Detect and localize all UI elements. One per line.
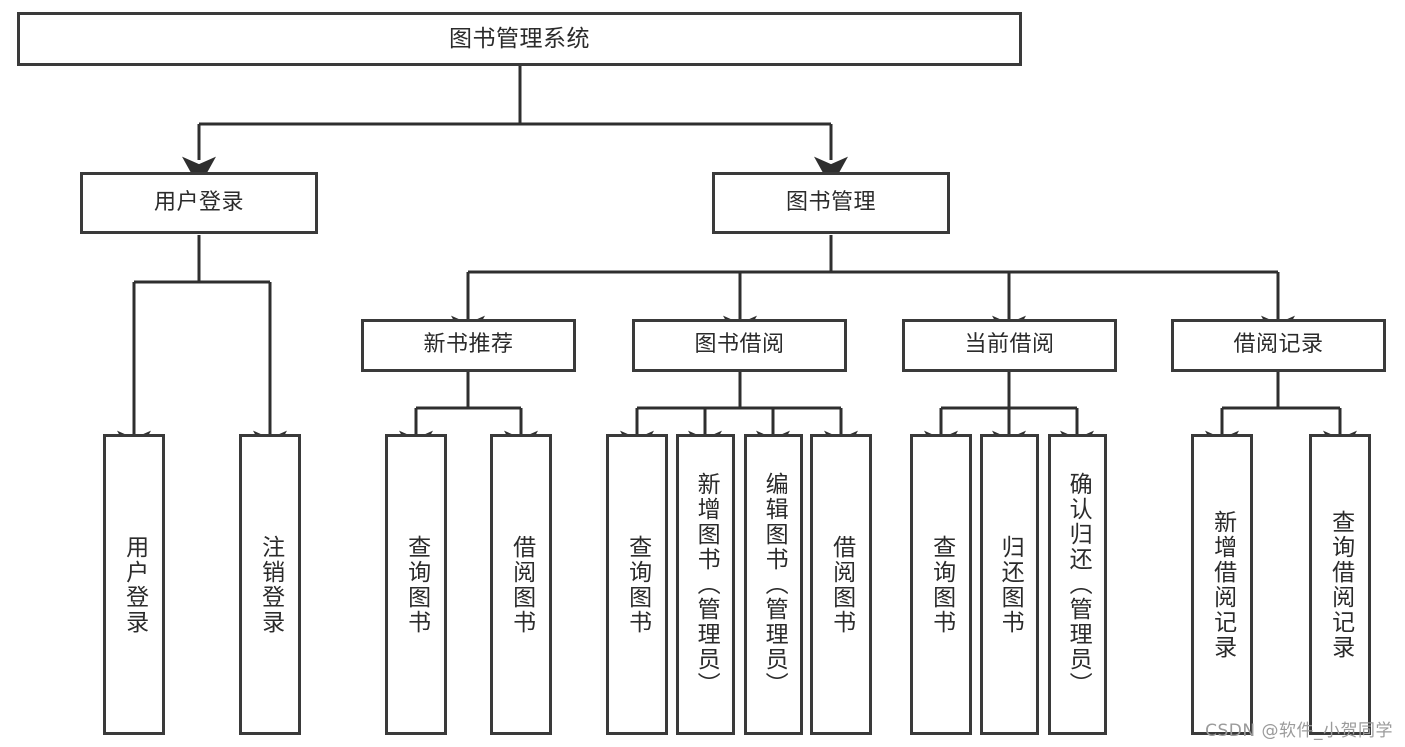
node-label: 新增图书（管理员）	[693, 472, 720, 697]
node-label: 用户登录	[153, 189, 244, 215]
leaf-user-logout[interactable]: 注销登录	[239, 434, 301, 735]
node-label: 新书推荐	[423, 332, 514, 358]
node-label: 查询图书	[403, 534, 430, 635]
node-label: 用户登录	[121, 534, 148, 635]
node-book-management[interactable]: 图书管理	[712, 172, 950, 234]
leaf-query-book-borrow[interactable]: 查询图书	[606, 434, 668, 735]
node-user-login[interactable]: 用户登录	[80, 172, 318, 234]
leaf-borrow-book[interactable]: 借阅图书	[810, 434, 872, 735]
node-label: 注销登录	[257, 534, 284, 635]
node-label: 借阅图书	[828, 534, 855, 635]
node-label: 查询图书	[624, 534, 651, 635]
leaf-query-borrow-record[interactable]: 查询借阅记录	[1309, 434, 1371, 735]
leaf-confirm-return-admin[interactable]: 确认归还（管理员）	[1048, 434, 1107, 735]
leaf-borrow-book-recommend[interactable]: 借阅图书	[490, 434, 552, 735]
leaf-query-book-current[interactable]: 查询图书	[910, 434, 972, 735]
leaf-add-borrow-record[interactable]: 新增借阅记录	[1191, 434, 1253, 735]
leaf-add-book-admin[interactable]: 新增图书（管理员）	[676, 434, 735, 735]
node-book-borrow[interactable]: 图书借阅	[632, 319, 847, 372]
leaf-user-login[interactable]: 用户登录	[103, 434, 165, 735]
leaf-query-book-recommend[interactable]: 查询图书	[385, 434, 447, 735]
node-label: 当前借阅	[964, 332, 1055, 358]
node-label: 借阅记录	[1233, 332, 1324, 358]
leaf-return-book[interactable]: 归还图书	[980, 434, 1039, 735]
node-current-borrow[interactable]: 当前借阅	[902, 319, 1117, 372]
node-label: 图书借阅	[694, 332, 785, 358]
node-label: 编辑图书（管理员）	[761, 472, 788, 697]
node-label: 借阅图书	[508, 534, 535, 635]
node-label: 归还图书	[997, 534, 1024, 635]
node-label: 图书管理	[785, 189, 876, 215]
node-label: 查询借阅记录	[1327, 509, 1354, 660]
node-borrow-record[interactable]: 借阅记录	[1171, 319, 1386, 372]
node-new-book-recommend[interactable]: 新书推荐	[361, 319, 576, 372]
node-root-system[interactable]: 图书管理系统	[17, 12, 1022, 66]
node-label: 确认归还（管理员）	[1065, 472, 1092, 697]
node-label: 图书管理系统	[449, 25, 590, 52]
watermark: CSDN @软件_小贺同学	[1205, 721, 1393, 741]
leaf-edit-book-admin[interactable]: 编辑图书（管理员）	[744, 434, 803, 735]
node-label: 查询图书	[928, 534, 955, 635]
node-label: 新增借阅记录	[1209, 509, 1236, 660]
